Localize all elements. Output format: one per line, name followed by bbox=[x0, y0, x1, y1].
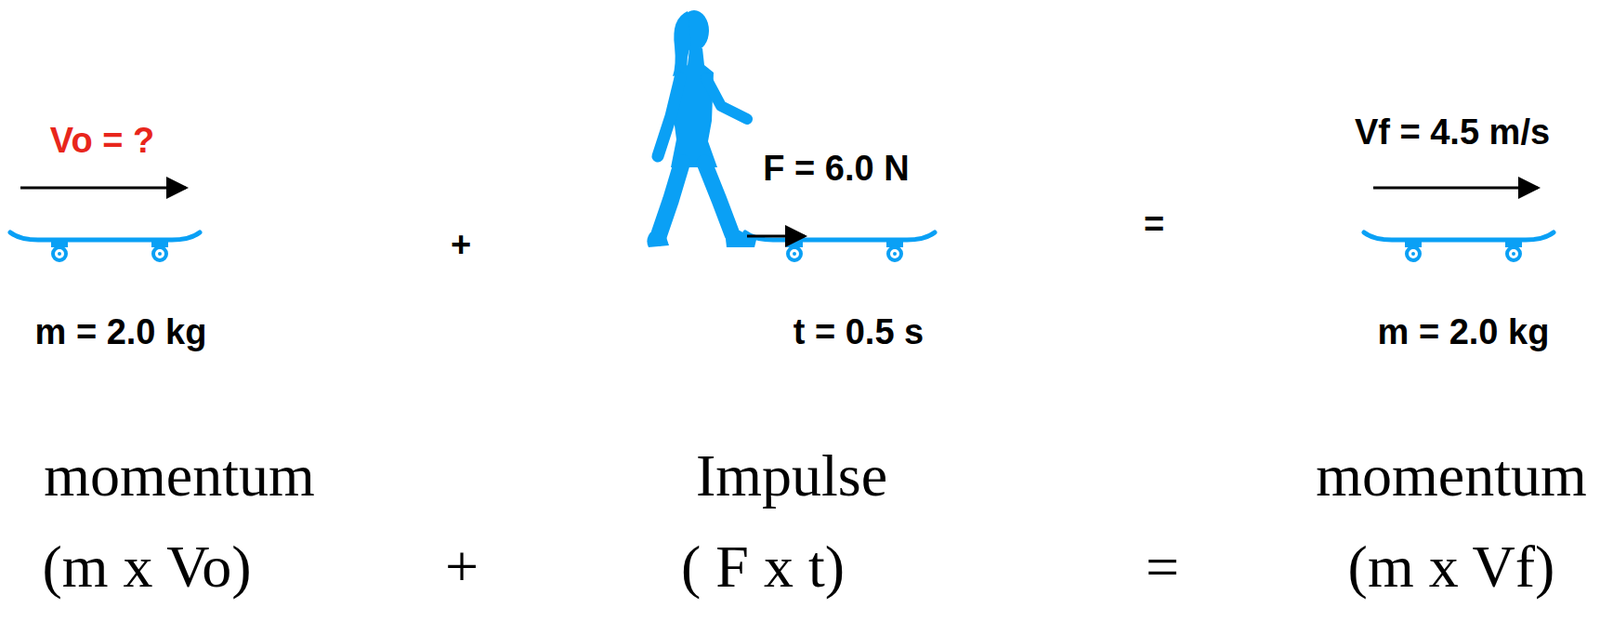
mass-label: m = 2.0 kg bbox=[35, 313, 208, 353]
formula-term: ( F x t) bbox=[681, 534, 845, 600]
velocity-arrow bbox=[1373, 186, 1538, 190]
skateboard bbox=[10, 232, 200, 261]
force-arrow bbox=[747, 235, 805, 238]
formula-term: (m x Vf) bbox=[1348, 534, 1556, 600]
time-label: t = 0.5 s bbox=[793, 313, 924, 353]
skateboard bbox=[745, 232, 935, 261]
operator: + bbox=[450, 225, 472, 265]
term-name: Impulse bbox=[695, 443, 888, 509]
term-name: momentum bbox=[1315, 443, 1587, 509]
term-name: momentum bbox=[43, 443, 315, 509]
formula-term: (m x Vo) bbox=[41, 534, 251, 600]
velocity-label: Vo = ? bbox=[50, 121, 155, 161]
operator: = bbox=[1145, 534, 1180, 600]
mass-label: m = 2.0 kg bbox=[1377, 313, 1550, 353]
operator: + bbox=[445, 534, 479, 600]
skateboard bbox=[1363, 232, 1554, 261]
force-label: F = 6.0 N bbox=[762, 149, 909, 189]
operator: = bbox=[1143, 205, 1165, 245]
woman-silhouette bbox=[646, 10, 757, 248]
velocity-arrow bbox=[20, 186, 186, 190]
velocity-label: Vf = 4.5 m/s bbox=[1354, 113, 1550, 153]
